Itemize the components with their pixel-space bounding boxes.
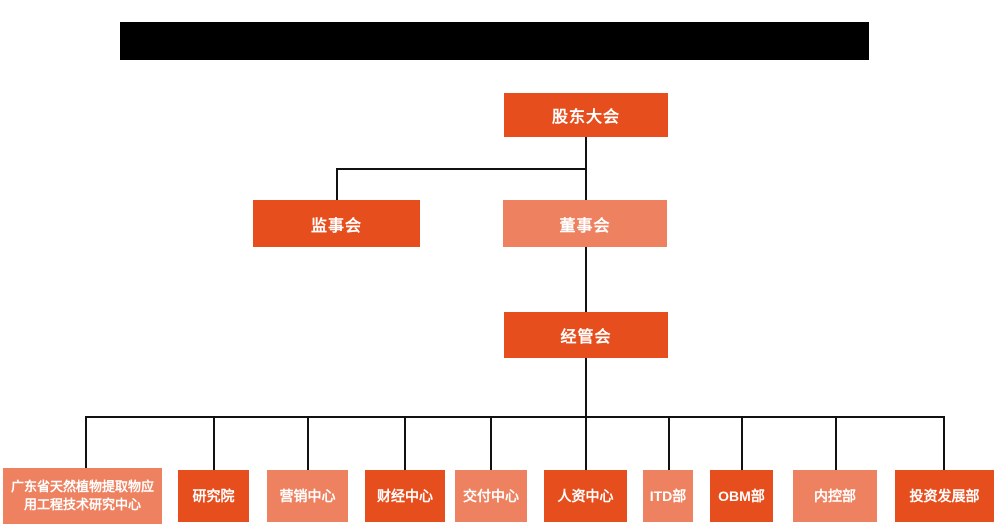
node-dept-obm: OBM部 xyxy=(710,470,773,522)
node-dept-itd: ITD部 xyxy=(643,470,693,522)
connector-branch-horizontal xyxy=(336,168,587,170)
node-label: 经管会 xyxy=(560,329,612,346)
node-dept-investment-development: 投资发展部 xyxy=(895,470,994,522)
node-label: 内控部 xyxy=(814,488,856,504)
connector-drop-dept-10 xyxy=(943,416,945,470)
connector-drop-supervisory xyxy=(336,168,338,200)
node-label: 广东省天然植物提取物应用工程技术研究中心 xyxy=(10,478,154,512)
connector-management-to-bus xyxy=(585,358,587,417)
node-label: 监事会 xyxy=(310,217,362,235)
connector-board-to-management xyxy=(585,247,587,312)
node-shareholders-meeting: 股东大会 xyxy=(504,93,668,137)
node-dept-delivery-center: 交付中心 xyxy=(455,470,527,522)
connector-drop-dept-6 xyxy=(585,416,587,470)
title-bar-redacted xyxy=(120,22,869,60)
node-label: 人资中心 xyxy=(557,488,614,504)
node-board-of-directors: 董事会 xyxy=(503,200,667,247)
node-supervisory-board: 监事会 xyxy=(253,200,420,247)
connector-drop-dept-1 xyxy=(85,416,87,470)
node-dept-marketing-center: 营销中心 xyxy=(267,470,348,522)
node-label: ITD部 xyxy=(649,488,687,504)
connector-drop-dept-9 xyxy=(835,416,837,470)
node-dept-hr-center: 人资中心 xyxy=(544,470,627,522)
connector-drop-dept-3 xyxy=(307,416,309,470)
node-label: 研究院 xyxy=(192,488,235,504)
connector-drop-dept-7 xyxy=(668,416,670,470)
connector-drop-dept-4 xyxy=(404,416,406,470)
connector-drop-dept-2 xyxy=(213,416,215,470)
node-label: 股东大会 xyxy=(551,109,620,126)
node-label: OBM部 xyxy=(718,488,765,504)
node-label: 财经中心 xyxy=(377,488,433,504)
node-dept-internal-control: 内控部 xyxy=(793,470,877,522)
node-label: 投资发展部 xyxy=(909,488,980,504)
node-label: 董事会 xyxy=(559,217,611,235)
node-label: 营销中心 xyxy=(279,488,336,504)
connector-drop-dept-8 xyxy=(741,416,743,470)
node-dept-finance-center: 财经中心 xyxy=(365,470,445,522)
node-dept-research-institute: 研究院 xyxy=(178,470,249,522)
node-label: 交付中心 xyxy=(463,488,519,504)
connector-departments-bus xyxy=(85,416,945,418)
node-management-committee: 经管会 xyxy=(504,312,668,358)
node-dept-research-center: 广东省天然植物提取物应用工程技术研究中心 xyxy=(3,468,162,524)
connector-drop-dept-5 xyxy=(490,416,492,470)
